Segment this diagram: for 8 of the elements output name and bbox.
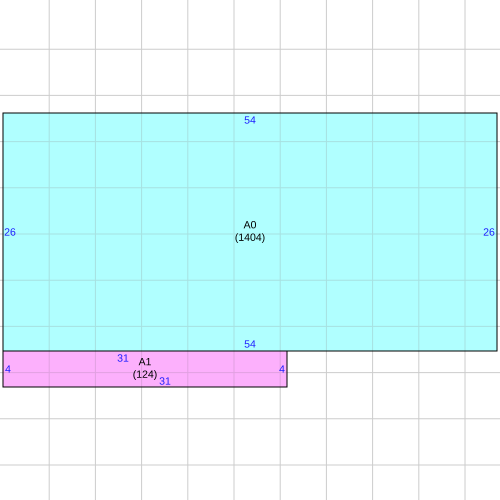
dimension-label: 26 (484, 228, 494, 236)
dimension-label: 54 (244, 340, 256, 348)
dimension-label: 31 (160, 377, 170, 385)
dimension-label: 26 (4, 228, 16, 236)
dimension-label: 4 (279, 365, 285, 373)
dimension-label: 31 (118, 354, 128, 362)
dimension-label: 54 (244, 116, 256, 124)
dimension-label: 4 (5, 365, 11, 373)
